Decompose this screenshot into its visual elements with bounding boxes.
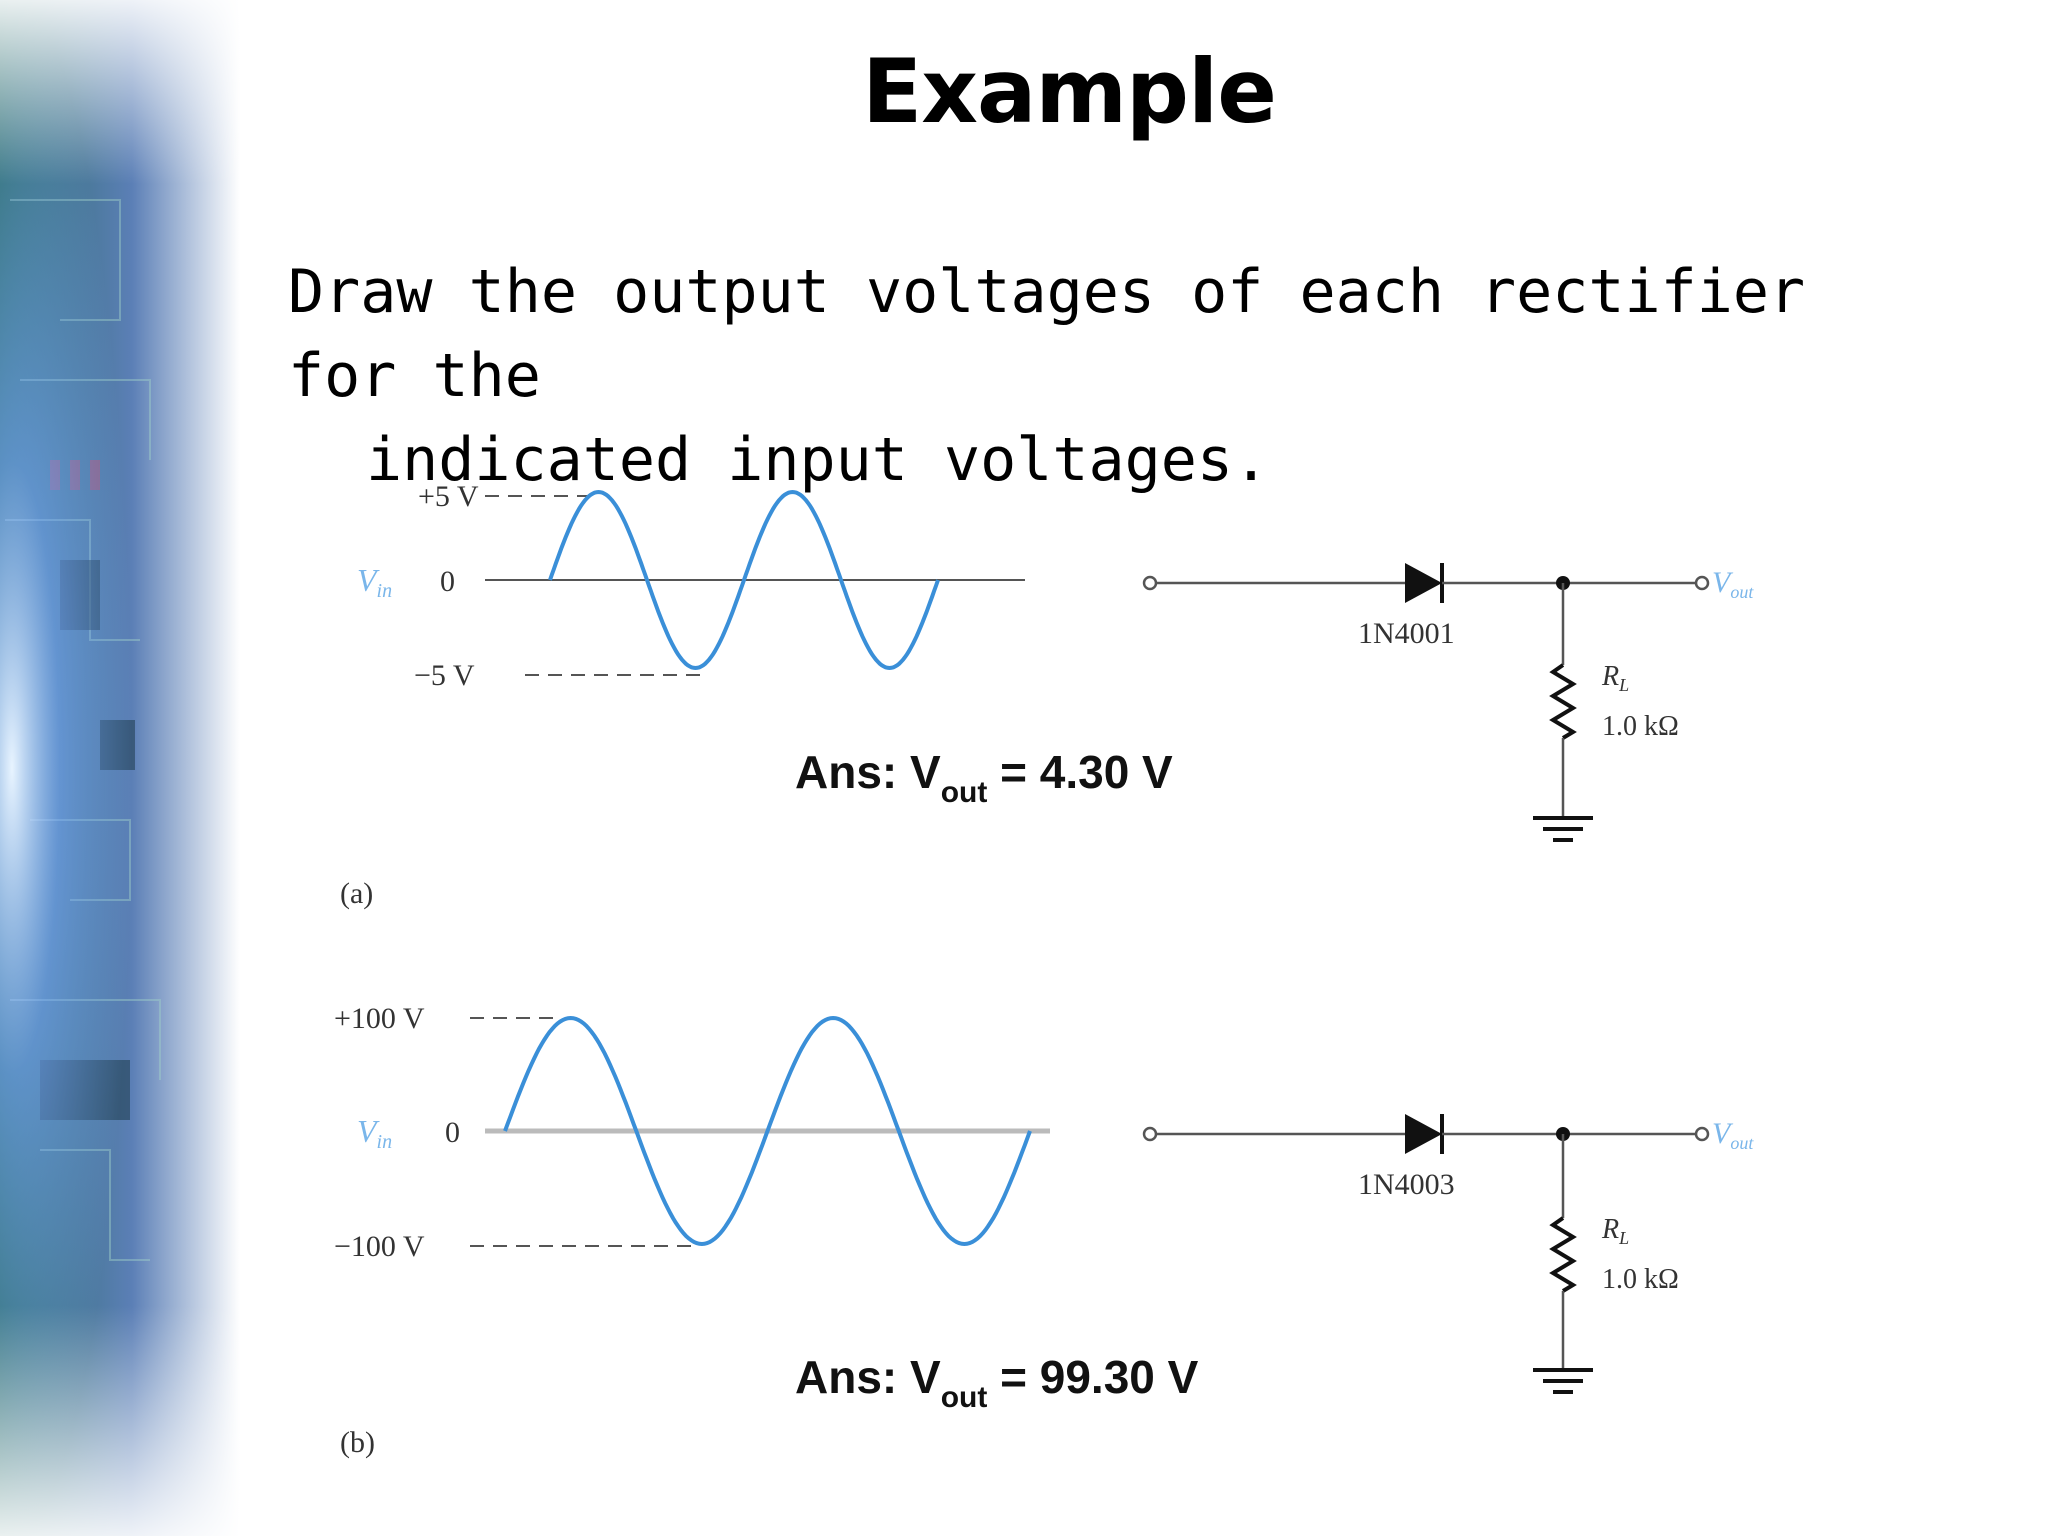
answer-a: Ans: Vout = 4.30 V (795, 746, 1173, 809)
input-a-sine-wave (548, 489, 940, 671)
resistor-a-name: RL (1601, 661, 1629, 695)
diode-b-label: 1N4003 (1358, 1168, 1455, 1201)
input-b-vneg-label: −100 V (334, 1230, 425, 1263)
circuit-board-decoration (0, 0, 240, 1536)
circuit-a-output-terminal (1694, 575, 1710, 591)
input-b-zero-label: 0 (445, 1116, 460, 1149)
input-a-zero-label: 0 (440, 565, 455, 598)
output-b-vout-label: Vout (1712, 1117, 1754, 1153)
diode-a-label: 1N4001 (1358, 617, 1455, 650)
circuit-a-input-terminal (1142, 575, 1158, 591)
resistor-b-name: RL (1601, 1214, 1629, 1248)
instruction-line-2: indicated input voltages. (366, 425, 1270, 495)
resistor-a-icon (1549, 663, 1577, 740)
figure-a-label: (a) (340, 877, 373, 910)
circuit-b: +100 V 0 −100 V Vin 1N4003 RL 1.0 kΩ Vou… (334, 1002, 1754, 1459)
input-b-sine-wave (503, 1015, 1032, 1247)
circuit-b-output-terminal (1694, 1126, 1710, 1142)
instruction-text: Draw the output voltages of each rectifi… (288, 250, 1848, 502)
instruction-line-1: Draw the output voltages of each rectifi… (288, 257, 1806, 411)
ground-a-icon (1533, 816, 1593, 842)
answer-b: Ans: Vout = 99.30 V (795, 1351, 1199, 1414)
input-a-vin-label: Vin (357, 562, 392, 602)
resistor-b-icon (1549, 1216, 1577, 1293)
circuit-b-input-terminal (1142, 1126, 1158, 1142)
circuit-a: +5 V 0 −5 V Vin 1N4001 RL 1.0 kΩ Vout (340, 480, 1754, 910)
input-a-vpos-label: +5 V (418, 480, 479, 513)
ground-b-icon (1533, 1368, 1593, 1394)
slide-title: Example (862, 40, 1277, 143)
resistor-b-value: 1.0 kΩ (1602, 1264, 1679, 1295)
input-a-vneg-label: −5 V (414, 659, 475, 692)
input-b-vin-label: Vin (357, 1113, 392, 1153)
diode-a-icon (1405, 563, 1444, 603)
figure-b-label: (b) (340, 1426, 375, 1459)
input-b-vpos-label: +100 V (334, 1002, 425, 1035)
resistor-a-value: 1.0 kΩ (1602, 711, 1679, 742)
diode-b-icon (1405, 1114, 1444, 1154)
output-a-vout-label: Vout (1712, 566, 1754, 602)
